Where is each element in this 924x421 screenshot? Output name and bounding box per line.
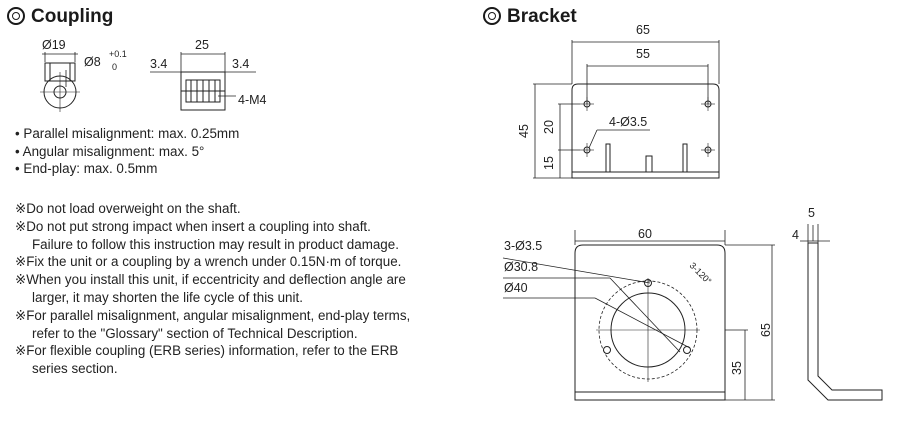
bracket-height-lower: 15 xyxy=(542,156,556,170)
coupling-screws: 4-M4 xyxy=(238,93,267,107)
bracket-plate-a: 4 xyxy=(792,228,799,242)
coupling-bore-tol-lower: 0 xyxy=(112,62,117,72)
note-item: ※Do not put strong impact when insert a … xyxy=(15,218,371,234)
bracket-height-upper: 20 xyxy=(542,120,556,134)
bracket-height-front: 65 xyxy=(759,323,773,337)
bracket-holes-front: 3-Ø3.5 xyxy=(504,239,542,253)
coupling-left-offset: 3.4 xyxy=(150,57,167,71)
coupling-notes: ※Do not load overweight on the shaft. ※D… xyxy=(15,200,410,378)
bracket-height-total: 45 xyxy=(517,124,531,138)
coupling-length: 25 xyxy=(195,38,209,52)
coupling-right-offset: 3.4 xyxy=(232,57,249,71)
coupling-heading: Coupling xyxy=(7,6,113,28)
spec-item: • Parallel misalignment: max. 0.25mm xyxy=(15,126,240,141)
note-item: ※Fix the unit or a coupling by a wrench … xyxy=(15,254,402,270)
bracket-heading: Bracket xyxy=(483,6,577,28)
coupling-drawing: Ø19 Ø8 +0.1 0 25 3.4 3.4 4-M4 xyxy=(40,38,267,112)
coupling-bore-tol-upper: +0.1 xyxy=(109,49,127,59)
note-item: ※For flexible coupling (ERB series) info… xyxy=(15,343,399,359)
bracket-width-holes: 55 xyxy=(636,47,650,61)
coupling-title: Coupling xyxy=(31,6,114,27)
note-item: ※When you install this unit, if eccentri… xyxy=(15,272,406,288)
note-item: refer to the "Glossary" section of Techn… xyxy=(32,325,358,341)
note-item: series section. xyxy=(32,361,118,377)
double-circle-icon xyxy=(7,7,25,25)
note-item: ※Do not load overweight on the shaft. xyxy=(15,201,241,216)
coupling-bore-dia: Ø8 xyxy=(84,55,101,69)
note-item: larger, it may shorten the life cycle of… xyxy=(32,289,303,305)
spec-item: • Angular misalignment: max. 5° xyxy=(15,143,205,159)
bracket-drawing: 65 55 4-Ø3.5 45 20 15 3-Ø3.5 Ø30.8 Ø40 6… xyxy=(502,23,883,401)
bracket-pcd: Ø30.8 xyxy=(504,260,538,274)
double-circle-icon xyxy=(483,7,501,25)
coupling-specs: • Parallel misalignment: max. 0.25mm • A… xyxy=(15,125,239,178)
spec-item: • End-play: max. 0.5mm xyxy=(15,161,158,176)
coupling-outer-dia: Ø19 xyxy=(42,38,66,52)
note-item: ※For parallel misalignment, angular misa… xyxy=(15,307,411,323)
bracket-title: Bracket xyxy=(507,6,577,27)
bracket-holes-top: 4-Ø3.5 xyxy=(609,115,647,129)
bracket-hole-height: 35 xyxy=(730,361,744,375)
note-item: Failure to follow this instruction may r… xyxy=(32,236,399,252)
bracket-bore: Ø40 xyxy=(504,281,528,295)
bracket-plate-b: 5 xyxy=(808,206,815,220)
bracket-angle: 3-120° xyxy=(688,260,714,286)
bracket-width-front: 60 xyxy=(638,227,652,241)
bracket-width-outer: 65 xyxy=(636,23,650,37)
